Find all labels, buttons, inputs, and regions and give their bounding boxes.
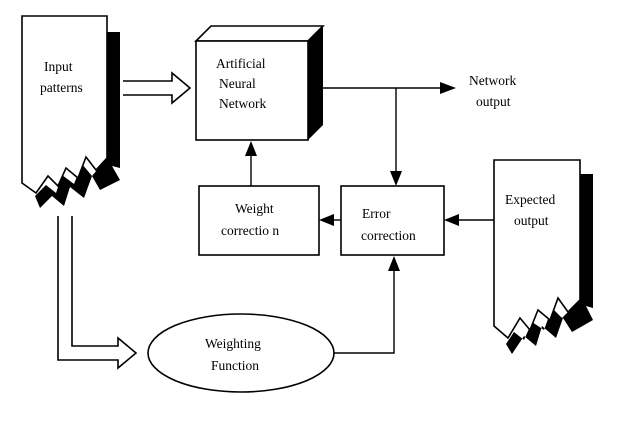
ann-label-line3: Network [219,96,266,111]
input-patterns-label-line1: Input [44,59,73,74]
weighting-to-error-arrowhead [388,256,400,271]
input-to-ann-arrow [123,71,192,105]
error-to-weight-arrowhead [319,214,334,226]
weight-to-ann-arrowhead [245,141,257,156]
ann-box-top [194,25,325,42]
expected-to-error-arrowhead [444,214,459,226]
ann-box-front [195,40,309,141]
expected-output-document [493,159,581,340]
input-patterns-block: Input patterns [21,15,120,208]
ann-label-line2: Neural [219,76,256,91]
weight-correction-label-line1: Weight [235,201,274,216]
ann-box-side [308,26,323,140]
network-output-label-line1: Network [469,73,516,88]
weight-correction-label-line2: correctio n [221,223,279,238]
error-correction-label-line2: correction [361,228,416,243]
error-correction-block: Error correction [340,185,445,256]
error-correction-label-line1: Error [362,206,391,221]
weighting-function-block: Weighting Function [147,313,335,393]
weight-correction-block: Weight correctio n [198,185,320,256]
ann-label-line1: Artificial [216,56,266,71]
ann-block: Artificial Neural Network [194,25,325,141]
weighting-function-ellipse [147,313,335,393]
expected-output-block: Expected output [493,159,593,354]
weighting-function-label-line2: Function [211,358,259,373]
network-output-arrowhead [440,82,456,94]
weighting-to-error-line [334,270,395,354]
input-patterns-shadow [35,32,120,208]
expected-output-label-line2: output [514,213,549,228]
output-to-error-arrowhead [390,171,402,186]
input-to-weighting-arrow [57,216,138,370]
expected-output-label-line1: Expected [505,192,555,207]
input-patterns-document [21,15,108,195]
weighting-function-label-line1: Weighting [205,336,261,351]
weight-correction-box [198,185,320,256]
error-correction-box [340,185,445,256]
input-patterns-label-line2: patterns [40,80,83,95]
network-output-label-line2: output [476,94,511,109]
